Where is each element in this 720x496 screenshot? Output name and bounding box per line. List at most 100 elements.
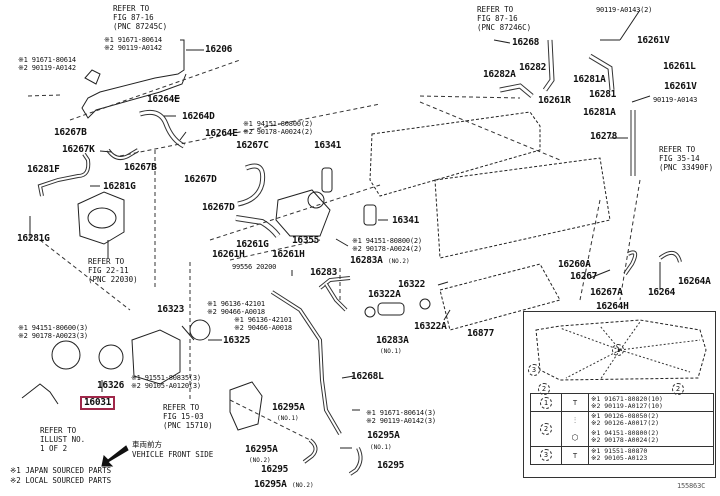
refer-fig-15-03[interactable]: REFER TO FIG 15-03 (PNC 15710) [163, 403, 213, 430]
part-16341[interactable]: 16341 [314, 140, 342, 151]
part-16264d[interactable]: 16264D [182, 111, 215, 122]
part-16260a[interactable]: 16260A [558, 259, 591, 270]
part-16281a[interactable]: 16281A [573, 74, 606, 85]
bolt-callout-thermostat: ※1 94151-80800(2) ※2 90178-A0024(2) [243, 120, 313, 136]
part-16267[interactable]: 16267 [570, 271, 598, 282]
qualifier-no1: (NO.1) [277, 415, 299, 422]
part-16264e[interactable]: 16264E [205, 128, 238, 139]
legend-index: 1 [530, 393, 562, 412]
part-16268l[interactable]: 16268L [351, 371, 384, 382]
part-16261h[interactable]: 16261H [272, 249, 305, 260]
part-16325[interactable]: 16325 [223, 335, 251, 346]
vehicle-front-label: VEHICLE FRONT SIDE [132, 450, 214, 459]
part-16267a[interactable]: 16267A [590, 287, 623, 298]
part-16281[interactable]: 16281 [589, 89, 617, 100]
part-16282[interactable]: 16282 [519, 62, 547, 73]
part-16295a-no1[interactable]: 16295A [367, 430, 400, 441]
part-16295[interactable]: 16295 [377, 460, 405, 471]
part-16283[interactable]: 16283 [310, 267, 338, 278]
legend-parts: ※1 91551-80870 ※2 90105-A0123 [588, 445, 714, 466]
part-16267k[interactable]: 16267K [62, 144, 95, 155]
part-16264h[interactable]: 16264H [596, 301, 629, 312]
inset-gasket-drawing [535, 319, 707, 381]
japan-part: ※1 94151-80800(2) [591, 429, 660, 438]
legend-parts: ※1 91671-80820(10) ※2 90119-A0127(10) [588, 393, 714, 412]
part-16322[interactable]: 16322 [398, 279, 426, 290]
inset-bolt-legend [523, 311, 716, 478]
part-16264a[interactable]: 16264A [678, 276, 711, 287]
japan-part: ※1 96136-42101 [207, 300, 265, 308]
local-part: ※2 90119-A0142 [104, 44, 162, 52]
part-16206[interactable]: 16206 [205, 44, 233, 55]
refer-fig-87-16-left[interactable]: REFER TO FIG 87-16 (PNC 87245C) [113, 4, 168, 31]
part-16322a[interactable]: 16322A [414, 321, 447, 332]
bolt-callout-16268l: ※1 91671-80614(3) ※2 90119-A0142(3) [366, 409, 436, 425]
part-16283a-no1[interactable]: 16283A [376, 335, 409, 346]
legend-parts: ※1 90126-08050(2) ※2 90126-A0017(2) [588, 410, 714, 429]
part-16295a-no2[interactable]: 16295A (NO.2) [254, 480, 314, 491]
pipe-16206-drawing [81, 39, 187, 119]
part-16261h[interactable]: 16261H [212, 249, 245, 260]
part-90119-a0143[interactable]: 90119-A0143 [653, 96, 698, 104]
part-16261v[interactable]: 16261V [664, 81, 697, 92]
part-16281f[interactable]: 16281F [27, 164, 60, 175]
local-part: ※2 90105-A0120(3) [131, 382, 201, 390]
japan-part: ※1 96136-42101 [234, 316, 292, 324]
local-part: ※2 90178-A0023(3) [18, 332, 88, 340]
part-16267b[interactable]: 16267B [124, 162, 157, 173]
part-16282a[interactable]: 16282A [483, 69, 516, 80]
part-16355[interactable]: 16355 [292, 235, 320, 246]
part-16267d[interactable]: 16267D [184, 174, 217, 185]
vehicle-front-arrow [101, 445, 129, 467]
qualifier-no1: (NO.1) [370, 444, 392, 451]
japan-part: ※1 90126-08050(2) [591, 412, 660, 421]
refer-fig-22-11[interactable]: REFER TO FIG 22-11 (PNC 22030) [88, 257, 138, 284]
part-16261l[interactable]: 16261L [663, 61, 696, 72]
part-16267c[interactable]: 16267C [236, 140, 269, 151]
part-90119-a0143-2[interactable]: 90119-A0143(2) [596, 6, 653, 14]
part-16267d[interactable]: 16267D [202, 202, 235, 213]
part-16326[interactable]: 16326 [97, 380, 125, 391]
part-16264[interactable]: 16264 [648, 287, 676, 298]
footnote-japan: ※1 JAPAN SOURCED PARTS [10, 466, 112, 475]
japan-part: ※1 91671-80614 [104, 36, 162, 44]
part-16261v[interactable]: 16261V [637, 35, 670, 46]
refer-fig-35-14[interactable]: REFER TO FIG 35-14 (PNC 33490F) [659, 145, 714, 172]
legend-row-1: 1 ⊤ ※1 91671-80820(10) ※2 90119-A0127(10… [530, 393, 714, 412]
stud-icon: ⫶ [561, 410, 589, 429]
part-16295a-no2[interactable]: 16295A [245, 444, 278, 455]
local-part: ※2 90178-A0024(2) [243, 128, 313, 136]
part-16341[interactable]: 16341 [392, 215, 420, 226]
part-16278[interactable]: 16278 [590, 131, 618, 142]
part-99556[interactable]: 99556 20200 [232, 263, 277, 271]
part-16261g[interactable]: 16261G [236, 239, 269, 250]
japan-part: ※1 94151-80800(2) [352, 237, 422, 245]
part-16295[interactable]: 16295 [261, 464, 289, 475]
clamp-callout-b: ※1 96136-42101 ※2 90466-A0018 [234, 316, 292, 332]
part-16283a-no2[interactable]: 16283A (NO.2) [350, 256, 410, 267]
part-16281g[interactable]: 16281G [17, 233, 50, 244]
engine-head-drawing [369, 111, 541, 197]
part-16281a[interactable]: 16281A [583, 107, 616, 118]
legend-parts: ※1 94151-80800(2) ※2 90178-A0024(2) [588, 428, 714, 447]
part-16264e[interactable]: 16264E [147, 94, 180, 105]
refer-illust-1-of-2[interactable]: REFER TO ILLUST NO. 1 OF 2 [40, 426, 86, 453]
part-16877[interactable]: 16877 [467, 328, 495, 339]
part-16267b[interactable]: 16267B [54, 127, 87, 138]
legend-row-2: 2 ⫶ ※1 90126-08050(2) ※2 90126-A0017(2) [530, 410, 714, 447]
part-16031-highlighted[interactable]: 16031 [80, 396, 116, 410]
nut-callout-pump: ※1 94151-80600(3) ※2 90178-A0023(3) [18, 324, 88, 340]
part-16281g[interactable]: 16281G [103, 181, 136, 192]
part-number: 16295A [254, 479, 287, 490]
local-part: ※2 90466-A0018 [207, 308, 265, 316]
legend-index: 2 [530, 411, 562, 447]
part-16295a-no1[interactable]: 16295A [272, 402, 305, 413]
refer-fig-87-16-right[interactable]: REFER TO FIG 87-16 (PNC 87246C) [477, 5, 532, 32]
part-16261r[interactable]: 16261R [538, 95, 571, 106]
part-16323[interactable]: 16323 [157, 304, 185, 315]
part-16268[interactable]: 16268 [512, 37, 540, 48]
part-16322a[interactable]: 16322A [368, 289, 401, 300]
japan-part: ※1 91551-80870 [591, 447, 648, 456]
